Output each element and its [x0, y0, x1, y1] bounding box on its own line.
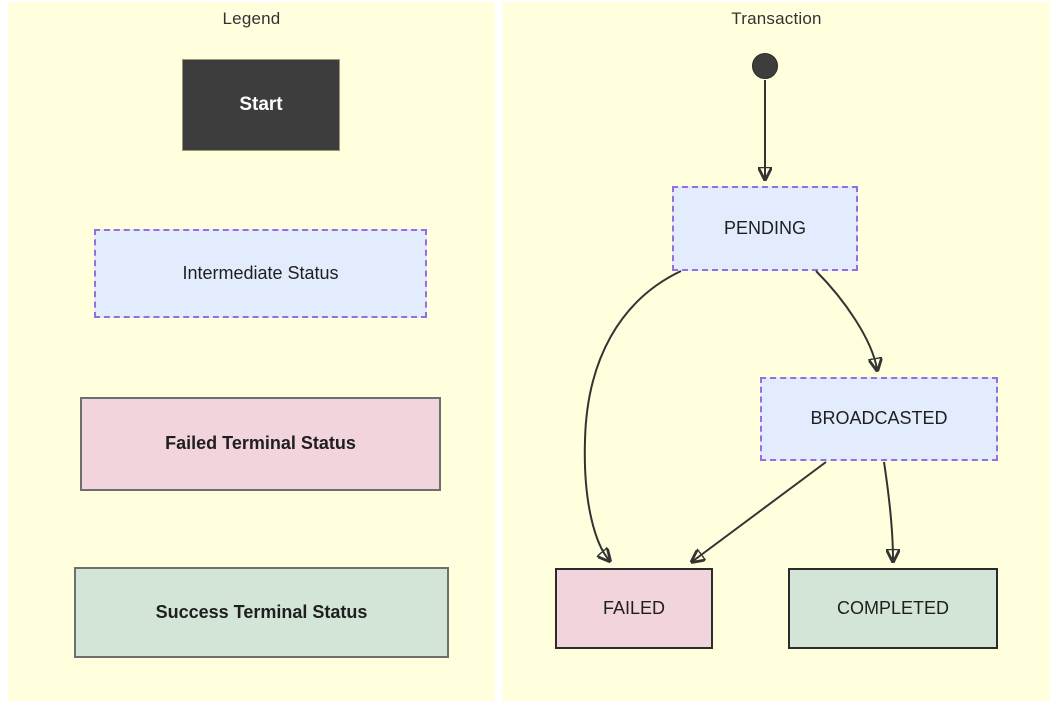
state-node-pending[interactable]: PENDING [672, 186, 858, 271]
legend-item-intermediate-status[interactable]: Intermediate Status [94, 229, 427, 318]
start-state-dot-icon[interactable] [752, 53, 778, 79]
legend-item-start-label: Start [239, 93, 283, 115]
state-node-completed-label: COMPLETED [836, 597, 950, 618]
legend-item-intermediate-status-label: Intermediate Status [182, 262, 339, 283]
legend-item-success-terminal-status[interactable]: Success Terminal Status [74, 567, 449, 658]
legend-item-success-terminal-status-label: Success Terminal Status [155, 601, 368, 622]
state-node-completed[interactable]: COMPLETED [788, 568, 998, 649]
transaction-panel-title: Transaction [731, 9, 822, 28]
legend-item-failed-terminal-status-label: Failed Terminal Status [165, 433, 356, 454]
legend-panel-title: Legend [222, 9, 281, 28]
state-node-broadcasted-label: BROADCASTED [810, 408, 948, 429]
state-node-broadcasted[interactable]: BROADCASTED [760, 377, 998, 461]
state-node-pending-label: PENDING [723, 217, 806, 238]
legend-item-start[interactable]: Start [182, 59, 340, 151]
legend-panel: Legend Start Intermediate Status Failed … [8, 2, 495, 701]
state-node-failed[interactable]: FAILED [555, 568, 713, 649]
state-node-failed-label: FAILED [602, 597, 666, 618]
legend-item-failed-terminal-status[interactable]: Failed Terminal Status [80, 397, 441, 491]
